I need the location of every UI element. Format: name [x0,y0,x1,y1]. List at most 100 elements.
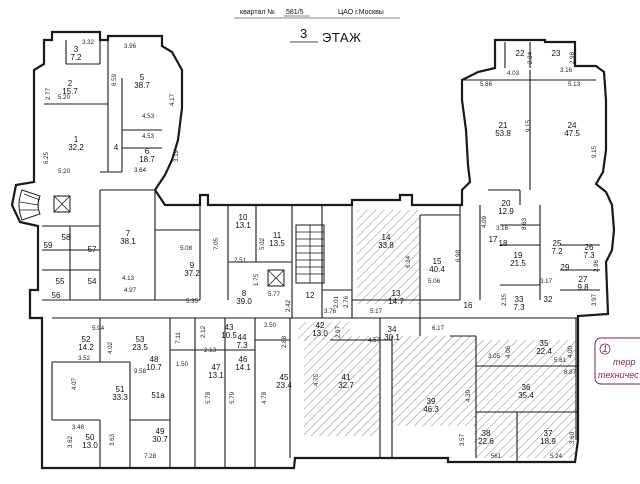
room-area: 23.5 [132,343,148,352]
dimension-label: 4.39 [465,389,472,402]
dimension-label: 6.34 [405,255,412,268]
dimension-label: 9.15 [591,145,598,158]
dimension-label: 5.08 [180,245,193,252]
room-number: 53 [136,335,145,344]
room-area: 9.8 [577,283,589,292]
room-number: 50 [86,433,95,442]
dimension-label: 4.57 [368,337,381,344]
staircase-left [18,189,71,221]
room-number: 23 [552,49,561,58]
dimension-label: 2.88 [281,335,288,348]
room-area: 21.5 [510,259,526,268]
dimension-label: 3.05 [488,353,501,360]
dimension-label: 4.53 [142,113,155,120]
room-area: 47.5 [564,129,580,138]
room-number: 8 [242,289,247,298]
room-area: 38.7 [134,81,150,90]
staircase-central [295,224,325,284]
room-number: 37 [544,429,553,438]
dimension-label: 4.13 [122,275,135,282]
room-area: 32.7 [338,381,354,390]
room-area: 53.8 [495,129,511,138]
inner-walls [42,40,600,468]
room-area: 15.7 [62,87,78,96]
dimension-label: 3.63 [109,433,116,446]
legend: 1 терр техничес [594,337,640,385]
dimension-label: 6.25 [43,151,50,164]
room-area: 10.5 [221,331,237,340]
room-number: 33 [515,295,524,304]
room-number: 22 [516,49,525,58]
room-number: 6 [145,147,150,156]
room-number: 27 [579,275,588,284]
dimension-label: 5.20 [58,94,71,101]
dimension-label: 2.12 [200,325,207,338]
dimension-label: 3.57 [459,433,466,446]
room-area: 46.3 [423,405,439,414]
room-number: 49 [156,427,165,436]
room-number: 45 [280,373,289,382]
legend-line2: техничес [598,370,639,380]
room-number: 3 [74,45,79,54]
room-number: 47 [212,363,221,372]
room-area: 38.1 [120,237,136,246]
dimension-label: 4.06 [505,345,512,358]
room-area: 14.7 [388,297,404,306]
dimension-label: 2.51 [234,257,247,264]
room-area: 37.2 [184,269,200,278]
room-number: 5 [140,73,145,82]
room-area: 35.4 [518,391,534,400]
dimension-label: 3.16 [560,67,573,74]
dimension-label: 2.84 [527,51,534,64]
dimension-label: 2.13 [204,347,217,354]
dimension-label: 5.20 [58,168,71,175]
floor-word: ЭТАЖ [322,30,362,45]
legend-line1: терр [613,357,636,367]
room-number: 56 [52,291,61,300]
room-number: 26 [585,243,594,252]
room-number: 13 [392,289,401,298]
room-number: 24 [568,121,577,130]
hatched-areas [298,210,576,458]
floor-number: 3 [300,26,308,41]
outer-walls [10,30,616,470]
room-area: 30.1 [384,333,400,342]
room-area: 18.7 [139,155,155,164]
dimension-label: 4.02 [107,341,114,354]
elevator-shaft [267,269,285,287]
room-area: 7.2 [70,53,82,62]
dimension-label: 3.48 [72,424,85,431]
dimension-label: 4.03 [507,70,520,77]
room-number: 52 [82,335,91,344]
dimension-label: 5.78 [205,391,212,404]
room-number: 51a [151,391,165,400]
dimension-label: 3.16 [496,225,509,232]
dimension-label: 5.77 [268,291,281,298]
room-area: 33.3 [112,393,128,402]
room-number: 16 [464,301,473,310]
floor-title: 3 ЭТАЖ [290,26,362,45]
dimension-label: 4.17 [169,93,176,106]
room-number: 32 [544,295,553,304]
room-number: 57 [88,245,97,254]
room-number: 36 [522,383,531,392]
dimension-label: 4.09 [481,215,488,228]
dimension-label: 5.13 [568,81,581,88]
room-number: 1 [74,135,79,144]
dimension-label: 4.53 [142,133,155,140]
dimension-label: 4.00 [567,345,574,358]
room-area: 7.3 [513,303,525,312]
room-area: 40.4 [429,265,445,274]
room-number: 38 [482,429,491,438]
room-number: 43 [225,323,234,332]
room-number: 10 [239,213,248,222]
dimension-label: 8.87 [564,369,577,376]
dimension-label: 9.15 [525,119,532,132]
dimension-label: 4.78 [261,391,268,404]
room-area: 14.1 [235,363,251,372]
dimension-label: 6.98 [455,249,462,262]
dimension-label: 2.76 [343,295,350,308]
room-area: 39.0 [236,297,252,306]
room-number: 35 [540,339,549,348]
